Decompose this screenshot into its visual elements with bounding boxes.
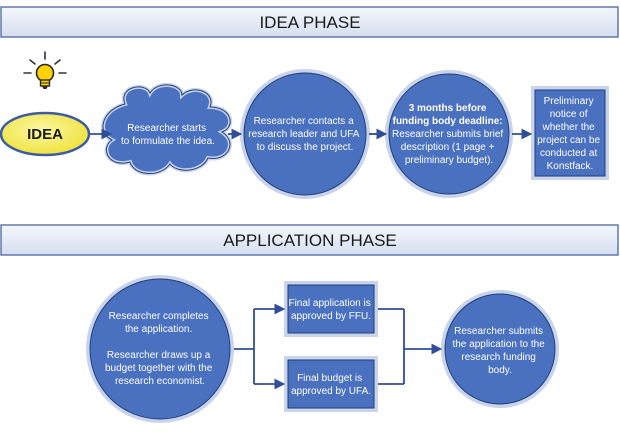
notice-line: conducted at xyxy=(540,148,597,159)
complete-line: research economist. xyxy=(115,376,205,387)
ufa-line: Final budget is xyxy=(297,373,362,384)
submit-line: Researcher submits xyxy=(454,326,543,337)
idea-phase-title: IDEA PHASE xyxy=(259,13,360,32)
ffu-line: Final application is xyxy=(288,298,370,309)
contact-node: Researcher contacts a research leader an… xyxy=(240,69,370,199)
contact-line: Researcher contacts a xyxy=(254,116,354,127)
notice-line: notice of xyxy=(550,109,588,120)
brief-node: 3 months before funding body deadline: R… xyxy=(385,70,513,198)
ufa-text: Final budget is approved by UFA. xyxy=(291,373,371,397)
brief-line: preliminary budget). xyxy=(405,155,493,166)
notice-text: Preliminary notice of whether the projec… xyxy=(537,96,603,172)
notice-line: project can be xyxy=(537,135,600,146)
idea-node: IDEA xyxy=(0,111,91,157)
notice-line: Konstfack. xyxy=(547,161,594,172)
submit-line: body. xyxy=(488,365,512,376)
lightbulb-icon xyxy=(23,51,67,89)
submit-line: the application to the xyxy=(452,339,545,350)
submit-application-node: Researcher submits the application to th… xyxy=(441,290,559,408)
idea-label: IDEA xyxy=(27,126,63,143)
idea-phase-banner: IDEA PHASE xyxy=(0,6,619,38)
complete-text: Researcher completes the application. Re… xyxy=(105,311,215,387)
complete-application-node: Researcher completes the application. Re… xyxy=(86,275,234,423)
submit-text: Researcher submits the application to th… xyxy=(452,326,547,376)
cloud-line: to formulate the idea. xyxy=(121,136,215,147)
complete-line: Researcher completes xyxy=(109,311,209,322)
brief-bold-line: funding body deadline: xyxy=(393,116,503,127)
application-phase-title: APPLICATION PHASE xyxy=(223,231,397,250)
brief-bold-line: 3 months before xyxy=(409,103,487,114)
notice-line: Preliminary xyxy=(544,96,594,107)
brief-text: 3 months before funding body deadline: R… xyxy=(392,103,506,166)
notice-node: Preliminary notice of whether the projec… xyxy=(531,86,609,180)
brief-line: Researcher submits brief xyxy=(392,129,503,140)
ufa-approval-node: Final budget is approved by UFA. xyxy=(284,356,378,412)
complete-line: Researcher draws up a xyxy=(107,350,211,361)
complete-line: the application. xyxy=(125,324,192,335)
contact-line: research leader and UFA xyxy=(248,129,360,140)
submit-line: research funding xyxy=(461,352,536,363)
ffu-text: Final application is approved by FFU. xyxy=(288,298,373,322)
ffu-approval-node: Final application is approved by FFU. xyxy=(284,281,378,337)
contact-line: to discuss the project. xyxy=(257,142,354,153)
application-phase-banner: APPLICATION PHASE xyxy=(0,224,619,256)
brief-line: description (1 page + xyxy=(401,142,495,153)
complete-line: budget together with the xyxy=(105,363,213,374)
ffu-line: approved by FFU. xyxy=(291,311,371,322)
cloud-line: Researcher starts xyxy=(127,123,206,134)
idea-cloud-node: Researcher starts to formulate the idea. xyxy=(101,83,233,176)
contact-text: Researcher contacts a research leader an… xyxy=(248,116,361,153)
ufa-line: approved by UFA. xyxy=(291,386,371,397)
cloud-text: Researcher starts to formulate the idea. xyxy=(121,123,215,147)
notice-line: whether the xyxy=(541,122,595,133)
